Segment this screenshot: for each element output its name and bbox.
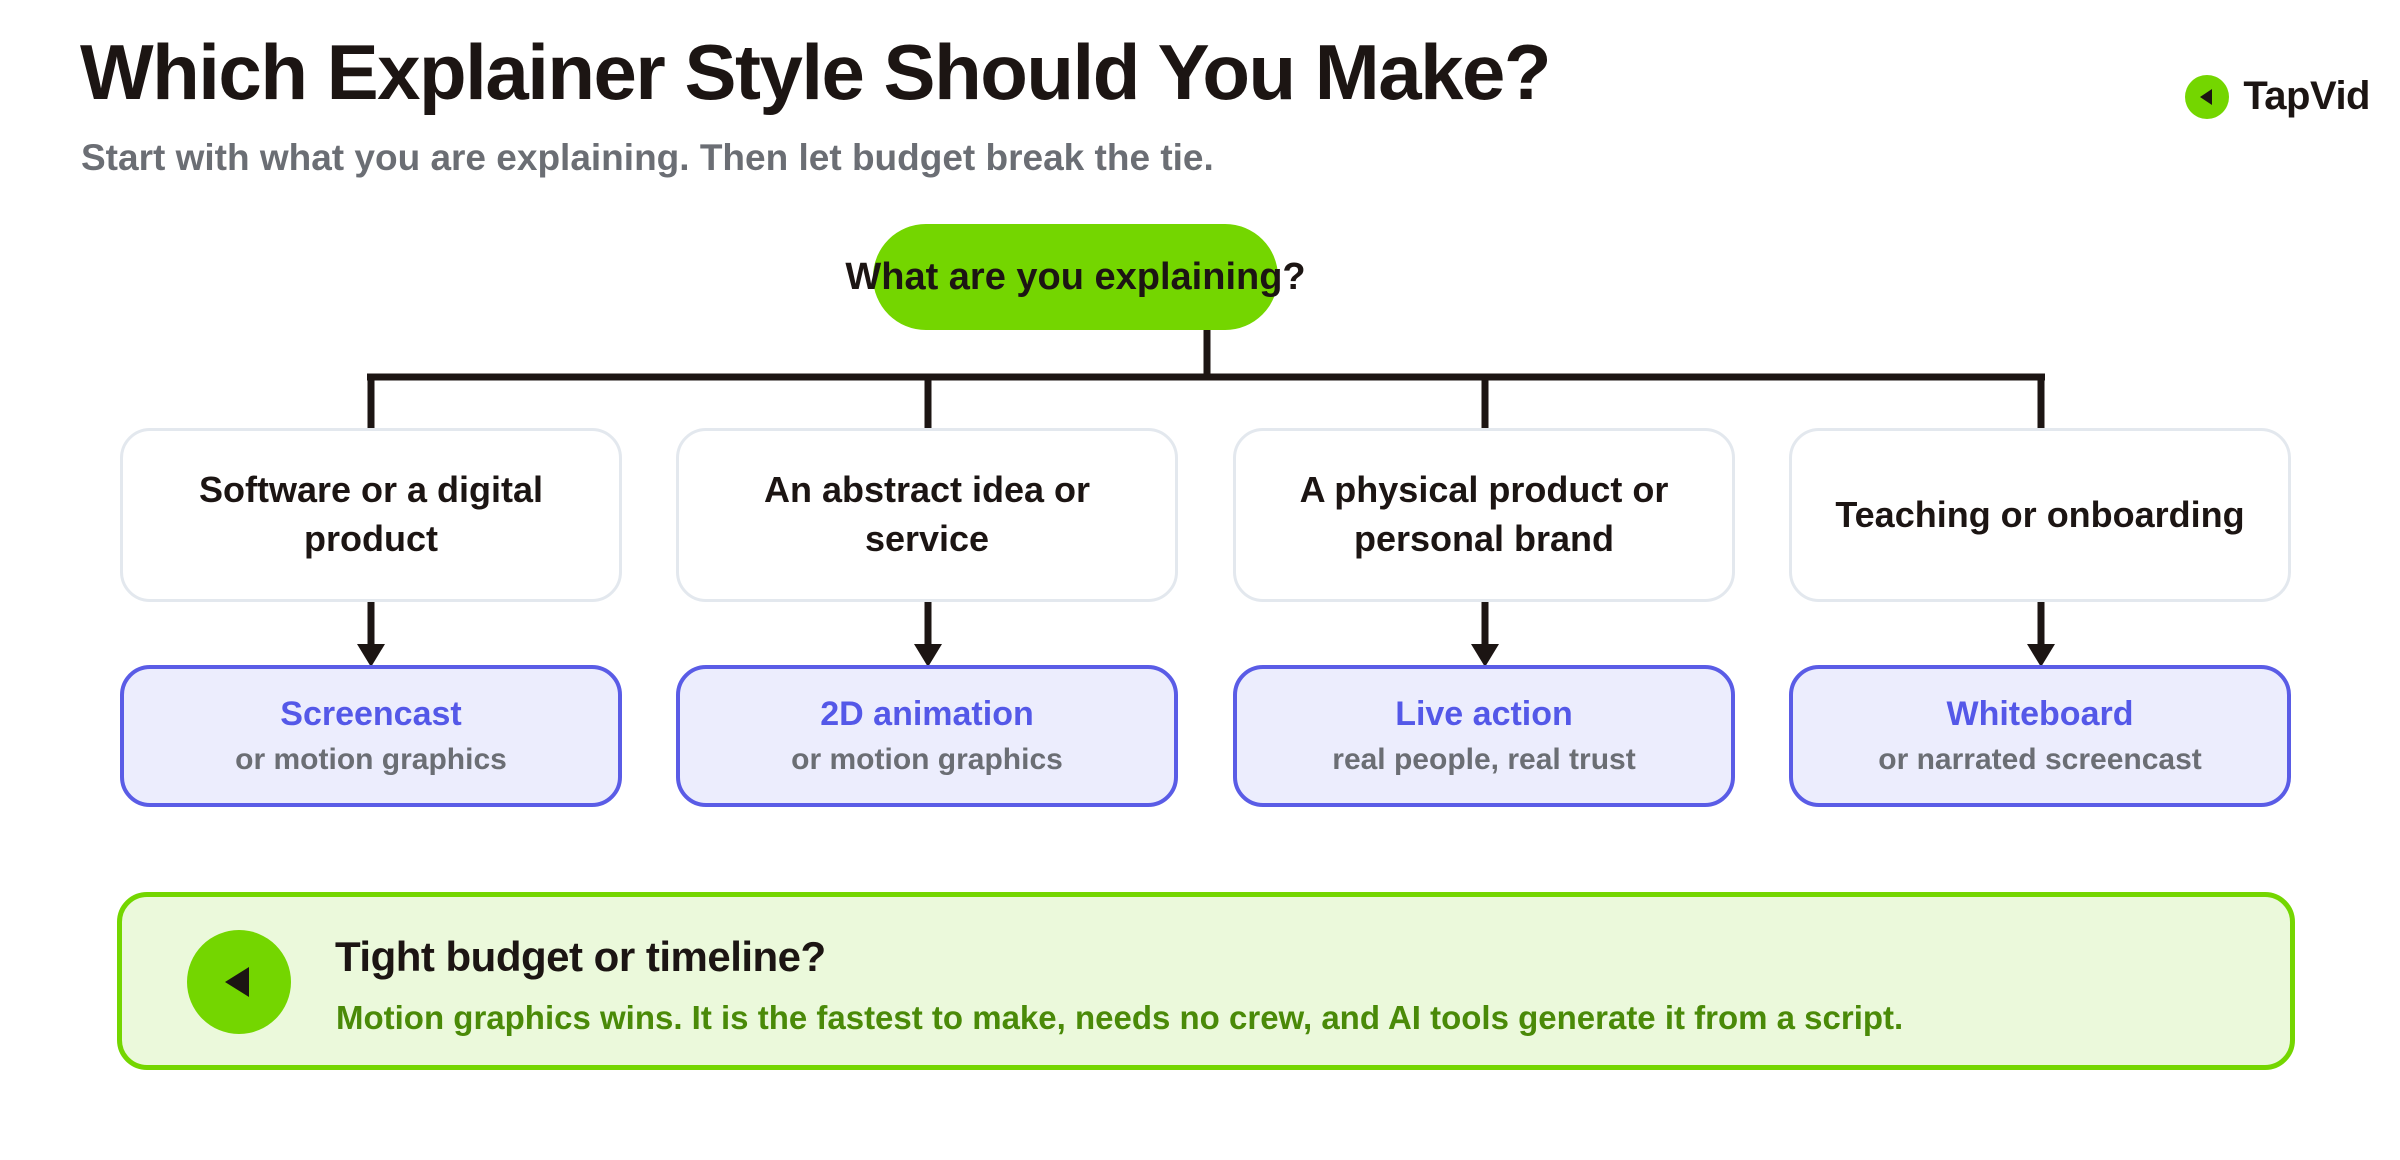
answer-title: Screencast [280,694,462,733]
answer-box-whiteboard: Whiteboard or narrated screencast [1789,665,2291,807]
page-title: Which Explainer Style Should You Make? [80,28,1552,116]
root-question-pill: What are you explaining? [845,224,1306,330]
page-subtitle: Start with what you are explaining. Then… [81,137,1214,178]
answer-subtitle: or motion graphics [791,743,1063,777]
question-box-software: Software or a digital product [120,428,622,602]
answer-box-2d-animation: 2D animation or motion graphics [676,665,1178,807]
connector-arrowheads [357,644,2055,667]
play-triangle-glyph [2200,88,2213,105]
answer-box-live-action: Live action real people, real trust [1233,665,1735,807]
answer-title: 2D animation [820,694,1034,733]
answer-title: Live action [1395,694,1573,733]
play-triangle-glyph [225,967,249,997]
question-box-physical-product: A physical product or personal brand [1233,428,1735,602]
question-box-teaching: Teaching or onboarding [1789,428,2291,602]
play-triangle-icon [2185,74,2230,119]
brand-logo[interactable]: TapVid [2185,74,2370,119]
answer-subtitle: or motion graphics [235,743,507,777]
callout-text: Motion graphics wins. It is the fastest … [336,999,1904,1036]
answer-title: Whiteboard [1946,694,2134,733]
callout-title: Tight budget or timeline? [335,933,826,980]
question-box-abstract-idea: An abstract idea or service [676,428,1178,602]
answer-subtitle: real people, real trust [1332,743,1636,777]
play-triangle-icon [187,930,291,1034]
answer-box-screencast: Screencast or motion graphics [120,665,622,807]
budget-callout: Tight budget or timeline? Motion graphic… [117,892,2295,1070]
answer-subtitle: or narrated screencast [1878,743,2202,777]
brand-name: TapVid [2243,74,2370,118]
